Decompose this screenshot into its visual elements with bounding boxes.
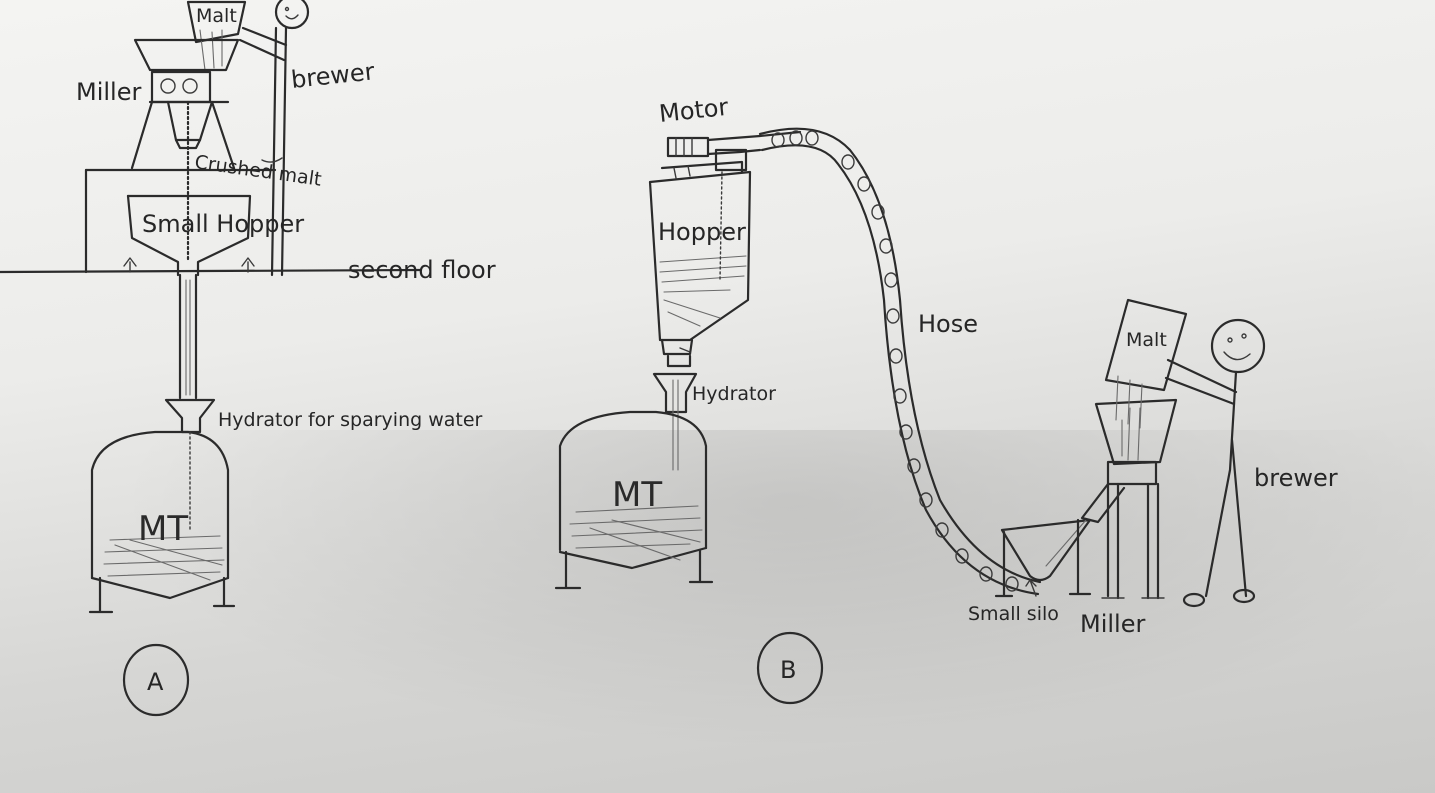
diagram-b-hose <box>760 129 1040 594</box>
label-a-crushed-malt: Crushed malt <box>193 151 323 191</box>
label-a-small-hopper: Small Hopper <box>142 210 304 238</box>
label-a-brewer: brewer <box>290 57 376 94</box>
diagram-b-motor <box>668 132 800 170</box>
label-a-hydrator: Hydrator for sparying water <box>218 409 483 431</box>
label-a-mash-tun: MT <box>138 509 188 549</box>
label-b-mash-tun: MT <box>612 475 662 515</box>
diagram-a-pipe <box>180 275 196 398</box>
label-b-miller: Miller <box>1080 610 1145 638</box>
label-b-small-silo: Small silo <box>968 603 1059 625</box>
label-a-miller: Miller <box>76 78 141 106</box>
diagram-b <box>556 129 1264 703</box>
diagram-b-brewer <box>1166 320 1264 606</box>
diagram-a-hydrator <box>166 400 214 432</box>
label-a-marker: A <box>147 668 164 696</box>
label-b-malt: Malt <box>1126 329 1167 351</box>
label-b-hose: Hose <box>918 310 978 338</box>
label-a-malt: Malt <box>196 5 237 27</box>
label-b-motor: Motor <box>658 93 730 128</box>
label-b-hopper: Hopper <box>658 218 746 246</box>
diagram-a-small-hopper <box>128 102 250 275</box>
label-b-brewer: brewer <box>1254 464 1338 492</box>
diagram-b-small-silo <box>996 520 1090 596</box>
label-a-second-floor: second floor <box>348 256 496 284</box>
diagram-b-hopper <box>650 162 750 354</box>
label-b-hydrator: Hydrator <box>692 383 776 405</box>
label-b-marker: B <box>780 656 796 684</box>
diagram-b-miller <box>1070 400 1176 598</box>
diagram-b-hydrator <box>654 348 696 470</box>
diagram-a <box>0 0 420 715</box>
